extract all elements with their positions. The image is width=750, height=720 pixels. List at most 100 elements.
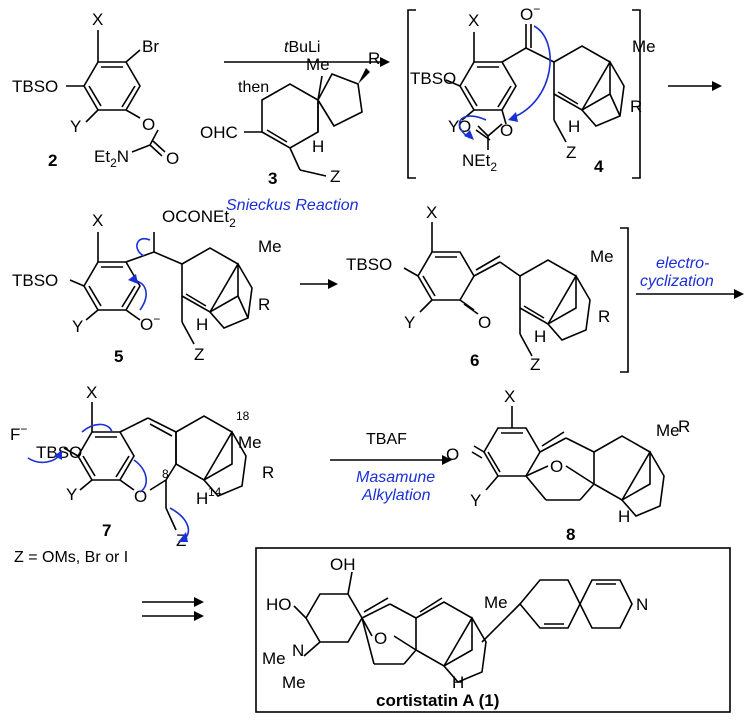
z-definition: Z = OMs, Br or I (14, 549, 128, 566)
tbso-label: TBSO (12, 77, 58, 96)
compound-number-2: 2 (48, 151, 57, 170)
compound-6: X TBSO Y O Me R H Z 6 (346, 203, 629, 374)
curly-arrow-4b (458, 115, 487, 139)
ohc-label: OHC (200, 123, 238, 142)
bridge-o-label-8: O (550, 457, 563, 476)
curly-arrow-5a (136, 237, 151, 257)
electro-label-2: cyclization (640, 273, 714, 290)
z-label-4: Z (566, 143, 576, 162)
compound-number-8: 8 (566, 525, 575, 544)
masamune-label-2: Alkylation (361, 487, 431, 504)
x-label-8: X (504, 387, 515, 406)
h-label-5: H (196, 315, 208, 334)
compound-4: X TBSO Y O− O O NEt2 Me R H Z 4 (407, 2, 656, 179)
h-label-8: H (618, 507, 630, 526)
compound-number-3: 3 (268, 169, 277, 188)
compound-8: O X Y O Me R H 8 (446, 387, 690, 544)
n-label-cort: N (292, 641, 304, 660)
curly-arrow-4a (511, 25, 551, 119)
o-label-4: O (500, 121, 513, 140)
arrow-step-1: tBuLi then (224, 39, 390, 96)
compound-7: X TBSO F− Y O 8 14 18 Me R H Z 7 Z = OMs… (10, 383, 274, 566)
oh-label: OH (330, 555, 356, 574)
x-label-7: X (86, 383, 97, 402)
h-label-cort: H (452, 673, 464, 692)
tbso-label-5: TBSO (12, 271, 58, 290)
x-label-5: X (92, 211, 103, 230)
z-label-5: Z (194, 345, 204, 364)
compound-2: X Br TBSO Y O O Et2N 2 (12, 10, 179, 170)
tbso-label-4: TBSO (410, 69, 456, 88)
z-label-3: Z (330, 167, 340, 186)
cortistatin-a-box: OH HO N Me Me O Me H N cortistatin A (1) (255, 547, 731, 713)
arrow-step-3 (300, 279, 338, 289)
r-label-6: R (598, 307, 610, 326)
curly-arrow-7b (81, 423, 113, 433)
tbuli-reagent: tBuLi (284, 39, 320, 56)
me-label-7: Me (238, 433, 262, 452)
position-18-label: 18 (236, 409, 250, 423)
x-label-4: X (468, 11, 479, 30)
position-8-label: 8 (162, 467, 169, 481)
then-label: then (238, 79, 269, 96)
h-label-3: H (312, 137, 324, 156)
me-label-5: Me (258, 237, 282, 256)
oxide-label-4: O− (520, 2, 540, 24)
y-label-8: Y (470, 491, 481, 510)
me-label-8: Me (656, 421, 680, 440)
me-n-label-1: Me (262, 649, 286, 668)
me-label-3: Me (306, 55, 330, 74)
position-14-label: 14 (208, 485, 222, 499)
compound-number-7: 7 (102, 521, 111, 540)
o-label-7: O (134, 487, 147, 506)
me-label-4: Me (632, 37, 656, 56)
masamune-label-1: Masamune (356, 469, 435, 486)
x-label-6: X (426, 203, 437, 222)
compound-number-5: 5 (114, 347, 123, 366)
ocon-label-5: OCONEt2 (162, 207, 236, 230)
y-label-7: Y (66, 485, 77, 504)
tbso-label-6: TBSO (346, 255, 392, 274)
y-label-6: Y (404, 313, 415, 332)
h-label-7: H (196, 489, 208, 508)
curly-arrow-7c (133, 459, 147, 493)
z-label-6: Z (530, 355, 540, 374)
et2n-label: Et2N (94, 147, 129, 170)
arrow-step-4: electro- cyclization (636, 255, 744, 299)
fluoride-label: F− (10, 422, 27, 444)
h-label-6: H (534, 327, 546, 346)
me-label-cort: Me (484, 593, 508, 612)
isoquinoline-n-label: N (636, 595, 648, 614)
arrow-step-6 (142, 597, 204, 621)
ho-label: HO (266, 595, 292, 614)
arrow-step-2 (668, 81, 722, 91)
o-label-6: O (478, 313, 491, 332)
r-label-5: R (258, 295, 270, 314)
y-label-4: Y (448, 117, 459, 136)
compound-3: Me R OHC H Z 3 Snieckus Reaction (200, 49, 380, 214)
compound-5: X TBSO Y OCONEt2 O− Me R H Z 5 (12, 207, 282, 366)
compound-number-6: 6 (470, 351, 479, 370)
cortistatin-a-label: cortistatin A (1) (376, 691, 499, 710)
electro-label-1: electro- (656, 255, 709, 272)
ketone-o-label: O (446, 445, 459, 464)
r-label-8: R (678, 417, 690, 436)
h-label-4: H (568, 117, 580, 136)
snieckus-label: Snieckus Reaction (226, 197, 359, 214)
carbonyl-o-label: O (166, 149, 179, 168)
x-label: X (92, 10, 103, 29)
compound-number-4: 4 (594, 157, 604, 176)
tbaf-reagent: TBAF (366, 431, 407, 448)
me-n-label-2: Me (282, 673, 306, 692)
o-label: O (142, 115, 155, 134)
bridge-o-label-cort: O (374, 629, 387, 648)
net2-label-4: NEt2 (462, 151, 497, 174)
me-label-6: Me (590, 247, 614, 266)
r-label-3: R (368, 49, 380, 68)
y-label: Y (70, 117, 81, 136)
br-label: Br (142, 37, 159, 56)
r-label-4: R (630, 97, 642, 116)
oxide-label-5: O− (140, 312, 160, 334)
arrow-step-5: TBAF Masamune Alkylation (330, 431, 452, 504)
